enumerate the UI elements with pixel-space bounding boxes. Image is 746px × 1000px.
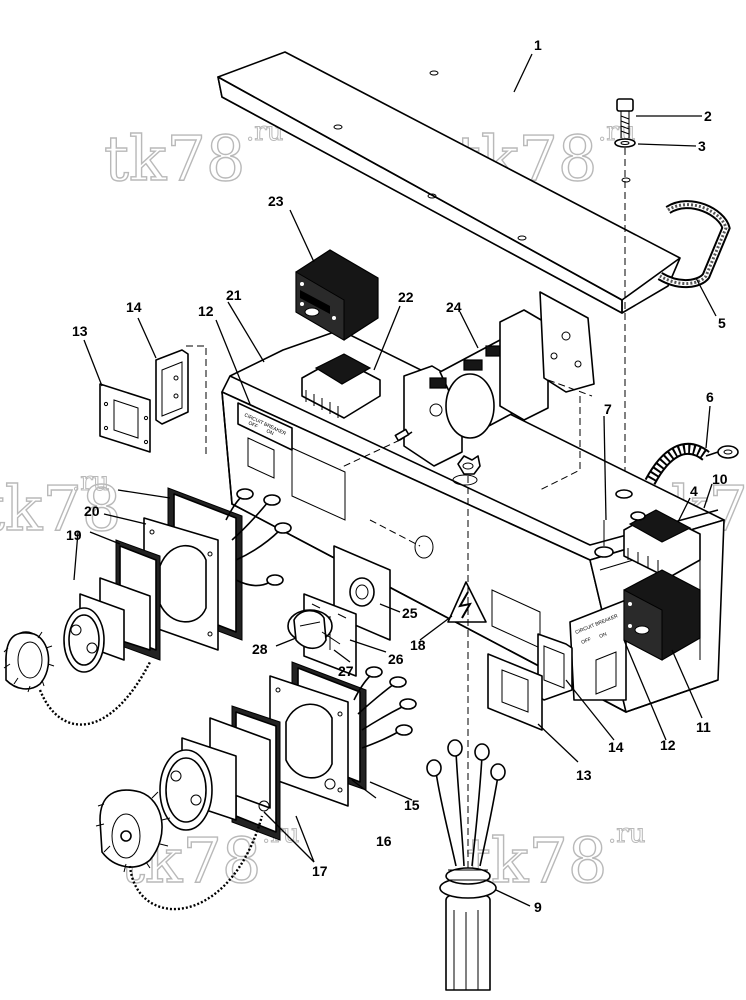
rotary-switch-24: [394, 309, 549, 467]
cable-assembly-9: [426, 739, 506, 991]
on-label: ON: [599, 631, 609, 640]
callout-12-left: 12: [198, 303, 214, 319]
bracket-14-right: [537, 633, 573, 701]
callout-4: 4: [690, 483, 698, 499]
retaining-chain-lower: [128, 815, 264, 911]
callout-20: 20: [84, 503, 100, 519]
watermark-text: tk78: [0, 472, 121, 545]
retaining-chain-upper: [38, 661, 152, 726]
plate-13-left: [99, 383, 151, 453]
off-label: OFF: [247, 420, 259, 430]
callout-22: 22: [398, 289, 414, 305]
bolt: [616, 98, 634, 138]
high-voltage-warning-decal: [447, 581, 487, 623]
star-nut: [457, 455, 481, 475]
callout-7: 7: [604, 401, 612, 417]
bracket-14-left: [155, 349, 189, 425]
callout-12-right: 12: [660, 737, 676, 753]
box-front-cutout: [291, 447, 346, 521]
leader-lines: [73, 53, 717, 907]
callout-14-left: 14: [126, 299, 142, 315]
callout-5: 5: [718, 315, 726, 331]
callout-24: 24: [446, 299, 462, 315]
mounting-plate-16: [269, 675, 349, 807]
assembly-dashed-lines: [186, 345, 593, 990]
callout-2: 2: [704, 108, 712, 124]
callout-6: 6: [706, 389, 714, 405]
callout-28: 28: [252, 641, 268, 657]
callout-17: 17: [312, 863, 328, 879]
watermark-suffix: .ru: [608, 819, 645, 849]
circuit-breaker-plate-right: CIRCUIT BREAKER OFF ON: [569, 599, 627, 701]
selector-knob-28: [287, 609, 341, 650]
callout-14-right: 14: [608, 739, 624, 755]
watermark-text: tk78: [104, 122, 245, 195]
callout-3: 3: [698, 138, 706, 154]
wire-lugs-lower: [353, 666, 417, 749]
callout-26: 26: [388, 651, 404, 667]
wire-lugs-upper: [225, 488, 292, 587]
plate-13-right: [487, 653, 543, 731]
box-front-hole: [414, 535, 434, 559]
receptacle-19-upper: [63, 577, 151, 673]
ground-strap-6: [644, 442, 739, 485]
cover-lid: [217, 51, 681, 314]
callout-19: 19: [66, 527, 82, 543]
callout-13-left: 13: [72, 323, 88, 339]
callout-27: 27: [338, 663, 354, 679]
off-label: OFF: [581, 637, 593, 646]
callout-15: 15: [404, 797, 420, 813]
callout-18: 18: [410, 637, 426, 653]
callout-23: 23: [268, 193, 284, 209]
callout-16: 16: [376, 833, 392, 849]
dust-cap-upper: [3, 631, 55, 693]
callout-1: 1: [534, 37, 542, 53]
stud-7: [594, 520, 614, 558]
switch-bracket: [539, 291, 595, 393]
callout-10: 10: [712, 471, 728, 487]
callout-25: 25: [402, 605, 418, 621]
small-fittings: [615, 489, 646, 521]
carry-handle: [657, 200, 731, 288]
callout-9: 9: [534, 899, 542, 915]
callout-11: 11: [696, 719, 711, 735]
circuit-breaker-11: [623, 569, 701, 661]
callout-labels: 1 2 3 4 5 6 7 9 10 11 11 12 12 13 13 14 …: [66, 37, 728, 915]
dust-cap-lower: [95, 789, 171, 873]
terminal-block-22: [301, 353, 381, 419]
box-bottom-hole: [452, 474, 478, 486]
washer: [614, 138, 636, 148]
callout-21: 21: [226, 287, 242, 303]
on-label: ON: [265, 428, 275, 437]
watermark-suffix: .ru: [72, 467, 109, 497]
callout-13-right: 13: [576, 767, 592, 783]
circuit-breaker-23: [295, 249, 379, 341]
receptacle-17-lower: [159, 717, 271, 831]
